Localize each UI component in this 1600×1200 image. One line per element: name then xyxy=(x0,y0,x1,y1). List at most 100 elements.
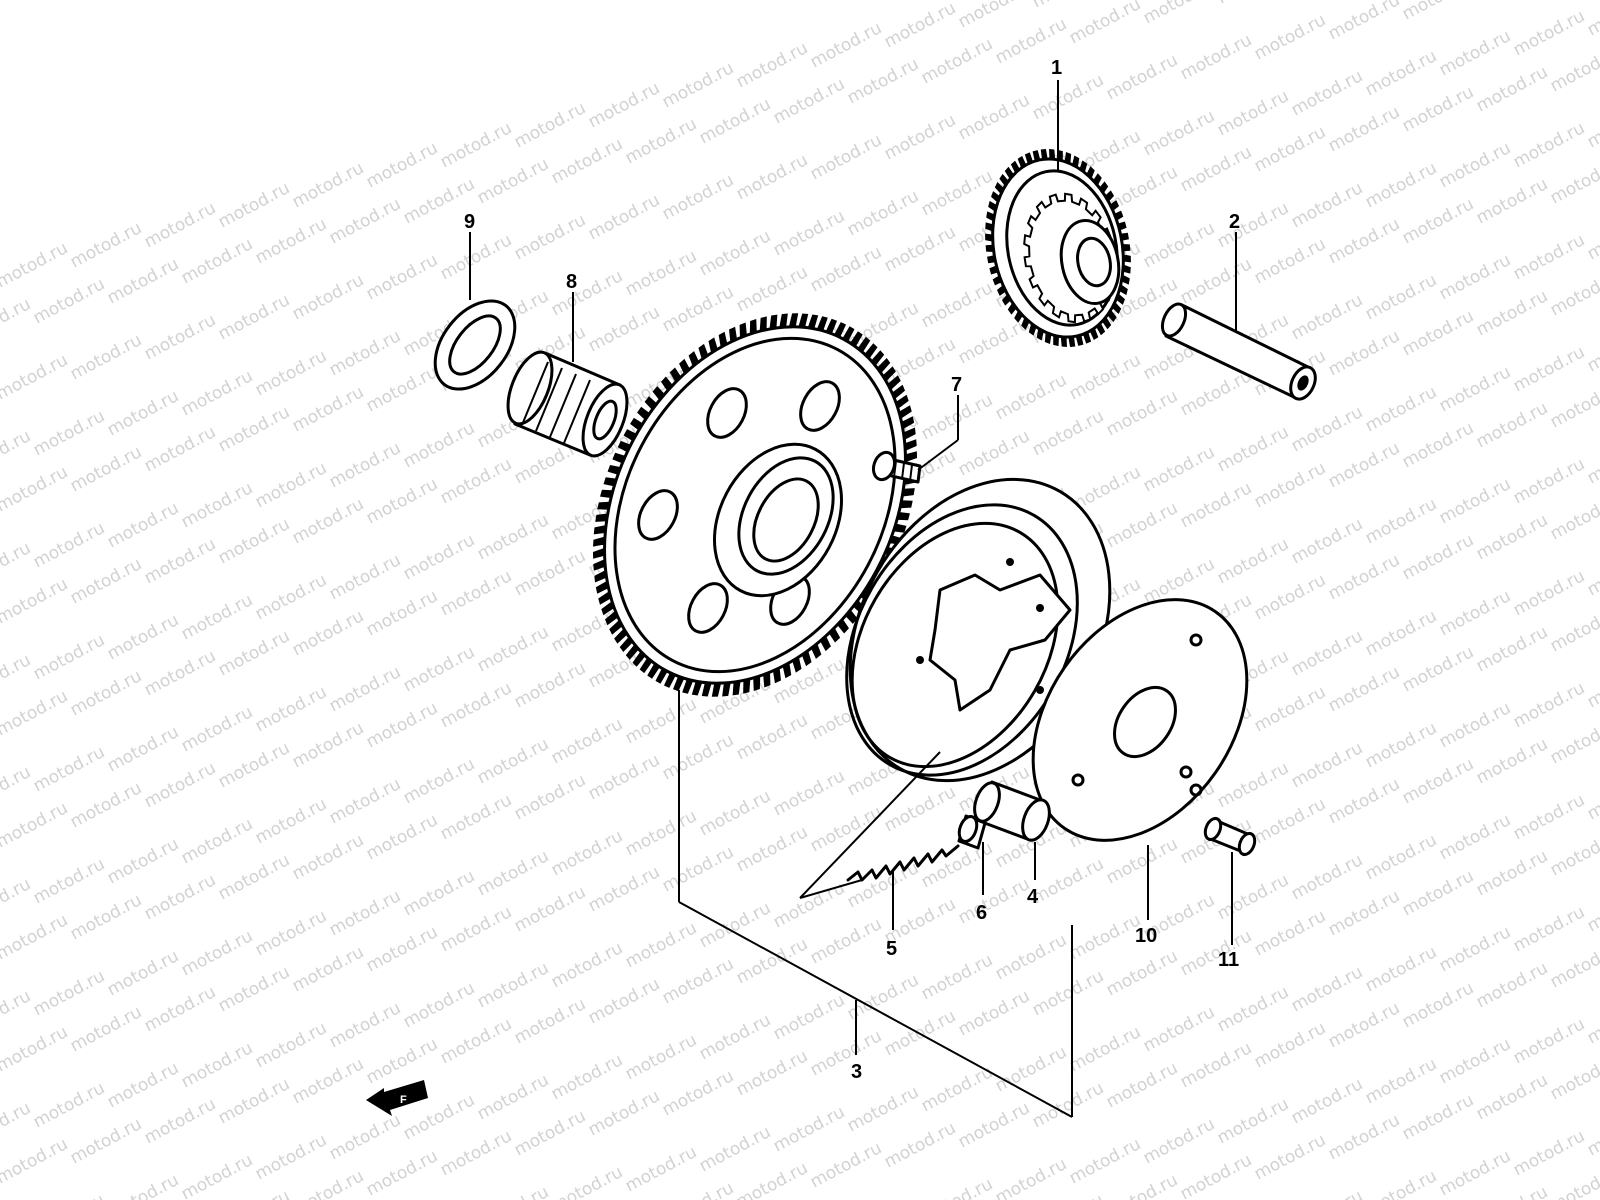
watermark-text: motod.ru xyxy=(1362,158,1440,212)
watermark-text: motod.ru xyxy=(1584,994,1600,1048)
watermark-text: motod.ru xyxy=(1325,438,1403,492)
watermark-text: motod.ru xyxy=(1547,1050,1600,1104)
watermark-text: motod.ru xyxy=(1436,1034,1514,1088)
watermark-text: motod.ru xyxy=(622,918,700,972)
watermark-text: motod.ru xyxy=(622,694,700,748)
watermark-text: motod.ru xyxy=(400,642,478,696)
watermark-text: motod.ru xyxy=(1399,754,1477,808)
callout-3: 3 xyxy=(851,1061,862,1083)
watermark-text: motod.ru xyxy=(733,1046,811,1100)
watermark-text: motod.ru xyxy=(1547,154,1600,208)
watermark-text: motod.ru xyxy=(918,950,996,1004)
watermark-text: motod.ru xyxy=(807,18,885,72)
watermark-text: motod.ru xyxy=(67,554,145,608)
watermark-text: motod.ru xyxy=(1510,902,1588,956)
watermark-text: motod.ru xyxy=(1140,1114,1218,1168)
watermark-text: motod.ru xyxy=(511,98,589,152)
watermark-text: motod.ru xyxy=(215,626,293,680)
dowel-pin-part xyxy=(1203,816,1257,857)
watermark-text: motod.ru xyxy=(548,134,626,188)
watermark-text: motod.ru xyxy=(0,986,34,1040)
watermark-text: motod.ru xyxy=(1214,534,1292,588)
watermark-text: motod.ru xyxy=(1436,362,1514,416)
watermark-text: motod.ru xyxy=(992,370,1070,424)
watermark-text: motod.ru xyxy=(0,1134,71,1188)
callout-1: 1 xyxy=(1051,57,1062,79)
watermark-text: motod.ru xyxy=(474,846,552,900)
watermark-text: motod.ru xyxy=(363,698,441,752)
watermark-text: motod.ru xyxy=(104,386,182,440)
watermark-text: motod.ru xyxy=(1103,50,1181,104)
watermark-text: motod.ru xyxy=(141,646,219,700)
watermark-text: motod.ru xyxy=(1547,1162,1600,1200)
watermark-text: motod.ru xyxy=(696,94,774,148)
watermark-text: motod.ru xyxy=(252,794,330,848)
watermark-text: motod.ru xyxy=(1399,418,1477,472)
watermark-text: motod.ru xyxy=(1325,550,1403,604)
watermark-text: motod.ru xyxy=(881,782,959,836)
watermark-text: motod.ru xyxy=(844,858,922,912)
watermark-text: motod.ru xyxy=(1510,6,1588,60)
watermark-text: motod.ru xyxy=(289,382,367,436)
watermark-text: motod.ru xyxy=(104,834,182,888)
watermark-text: motod.ru xyxy=(1066,350,1144,404)
watermark-text: motod.ru xyxy=(1473,958,1551,1012)
watermark-text: motod.ru xyxy=(1399,82,1477,136)
watermark-text: motod.ru xyxy=(326,1110,404,1164)
watermark-text: motod.ru xyxy=(881,1118,959,1172)
watermark-text: motod.ru xyxy=(659,730,737,784)
plunger-part xyxy=(957,814,987,850)
watermark-text: motod.ru xyxy=(1214,982,1292,1036)
watermark-text: motod.ru xyxy=(622,806,700,860)
watermark-text: motod.ru xyxy=(1140,1002,1218,1056)
watermark-text: motod.ru xyxy=(252,1130,330,1184)
watermark-text: motod.ru xyxy=(215,738,293,792)
watermark-text: motod.ru xyxy=(992,1042,1070,1096)
watermark-text: motod.ru xyxy=(1436,698,1514,752)
watermark-text: motod.ru xyxy=(659,58,737,112)
watermark-text: motod.ru xyxy=(0,350,71,404)
watermark-text: motod.ru xyxy=(1399,194,1477,248)
watermark-text: motod.ru xyxy=(1510,678,1588,732)
watermark-text: motod.ru xyxy=(955,1098,1033,1152)
watermark-text: motod.ru xyxy=(1399,978,1477,1032)
watermark-text: motod.ru xyxy=(659,282,737,336)
watermark-text: motod.ru xyxy=(0,426,34,480)
watermark-text: motod.ru xyxy=(178,590,256,644)
watermark-text: motod.ru xyxy=(215,1074,293,1128)
watermark-text: motod.ru xyxy=(1251,1130,1329,1184)
watermark-text: motod.ru xyxy=(104,1058,182,1112)
watermark-text: motod.ru xyxy=(696,786,774,840)
watermark-text: motod.ru xyxy=(770,1102,848,1156)
bolt-part xyxy=(871,450,922,484)
watermark-text: motod.ru xyxy=(1029,0,1107,12)
callout-11: 11 xyxy=(1218,949,1239,971)
watermark-text: motod.ru xyxy=(511,882,589,936)
watermark-text: motod.ru xyxy=(1140,0,1218,28)
watermark-text: motod.ru xyxy=(289,270,367,324)
watermark-text: motod.ru xyxy=(1214,198,1292,252)
watermark-text: motod.ru xyxy=(141,534,219,588)
callout-9: 9 xyxy=(464,211,475,233)
watermark-text: motod.ru xyxy=(807,242,885,296)
watermark-text: motod.ru xyxy=(1510,454,1588,508)
watermark-text: motod.ru xyxy=(1103,386,1181,440)
watermark-text: motod.ru xyxy=(1473,174,1551,228)
watermark-text: motod.ru xyxy=(0,910,71,964)
watermark-text: motod.ru xyxy=(1177,254,1255,308)
watermark-text: motod.ru xyxy=(1436,922,1514,976)
watermark-text: motod.ru xyxy=(1473,0,1551,4)
watermark-text: motod.ru xyxy=(437,454,515,508)
watermark-text: motod.ru xyxy=(141,982,219,1036)
watermark-text: motod.ru xyxy=(881,0,959,52)
watermark-text: motod.ru xyxy=(141,870,219,924)
watermark-text: motod.ru xyxy=(289,1054,367,1108)
watermark-text: motod.ru xyxy=(474,1070,552,1124)
watermark-text: motod.ru xyxy=(30,518,108,572)
watermark-text: motod.ru xyxy=(30,966,108,1020)
watermark-text: motod.ru xyxy=(67,330,145,384)
watermark-text: motod.ru xyxy=(1362,270,1440,324)
watermark-text: motod.ru xyxy=(1584,546,1600,600)
watermark-text: motod.ru xyxy=(252,346,330,400)
watermark-text: motod.ru xyxy=(1029,966,1107,1020)
